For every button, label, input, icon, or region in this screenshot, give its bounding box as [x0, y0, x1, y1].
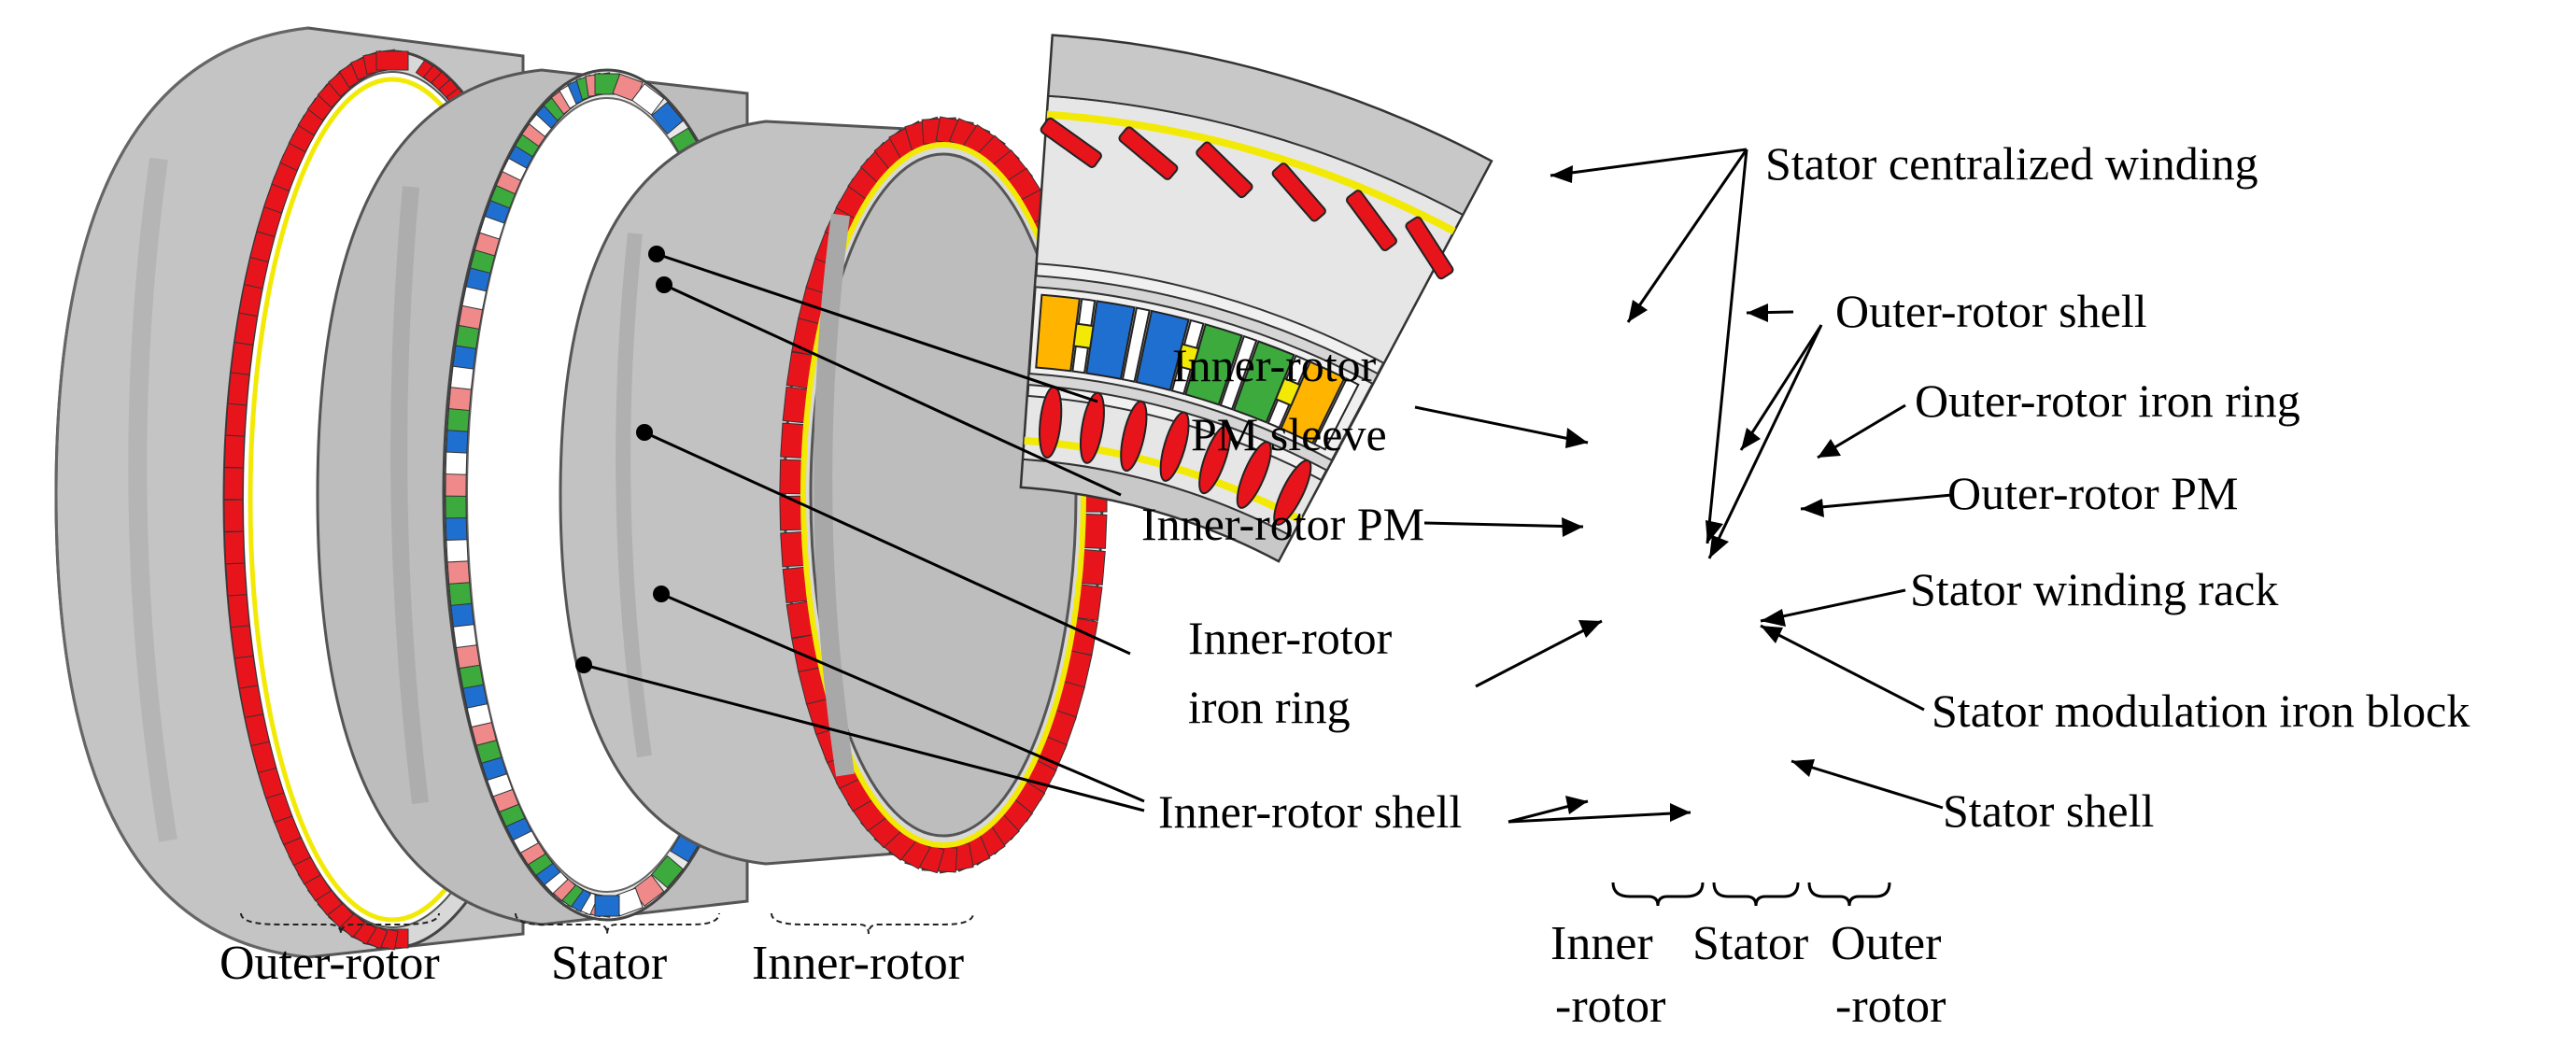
stator-winding-block	[651, 101, 685, 135]
stator-label: Stator	[551, 937, 667, 990]
stator-winding-block	[445, 493, 467, 519]
outer-rotor-magnet	[225, 402, 248, 437]
cross-outer-rotor-pm	[1346, 190, 1397, 251]
cross-stator-label: Stator	[1692, 917, 1808, 970]
outer-rotor-magnet	[230, 624, 254, 659]
label-stator-modulation-iron-block: Stator modulation iron block	[1932, 685, 2470, 737]
label-outer-rotor-pm: Outer-rotor PM	[1947, 467, 2238, 519]
outer-rotor-magnet	[223, 530, 246, 565]
outer-rotor-magnet	[225, 562, 248, 597]
inner-rotor-cylinder	[559, 116, 1108, 874]
cross-inner-label-2: -rotor	[1555, 980, 1665, 1033]
label-stator-centralized-winding: Stator centralized winding	[1765, 137, 2258, 190]
cross-inner-rotor-pm	[1236, 441, 1272, 509]
cross-outer-rotor-pm-sleeve	[1046, 110, 1456, 235]
cross-inner-rotor-pm	[1120, 400, 1148, 473]
cross-stator-winding-rack	[1121, 306, 1151, 383]
cross-outer-rotor-pm	[1271, 162, 1326, 222]
stator-winding-block	[446, 536, 469, 563]
outer-rotor-label: Outer-rotor	[219, 937, 440, 990]
cross-outer-rotor-shell	[1047, 34, 1493, 217]
outer-rotor-magnet	[227, 593, 250, 628]
cross-inner-label-1: Inner	[1550, 917, 1653, 970]
callout-labels: Inner-rotor PM sleeve Inner-rotor PM Inn…	[1141, 137, 2470, 838]
right-bottom-braces	[1611, 882, 1891, 907]
stator-winding-block	[445, 449, 468, 475]
cross-stator-shell-inner	[1026, 372, 1334, 472]
outer-rotor-magnet	[227, 371, 250, 406]
label-inner-rotor-pm: Inner-rotor PM	[1141, 498, 1424, 550]
cross-outer-rotor-pm	[1118, 126, 1179, 180]
right-cross-section: Inner -rotor Stator Outer -rotor	[1019, 34, 1946, 1033]
cross-outer-label-2: -rotor	[1835, 980, 1946, 1033]
cross-outer-rotor-pm	[1196, 141, 1253, 199]
stator-winding-block	[445, 471, 467, 497]
outer-rotor-magnet	[375, 50, 409, 71]
cross-stator-modulation-iron-block	[1072, 322, 1095, 349]
cross-section-layers	[1019, 34, 1493, 563]
cross-outer-rotor-pm	[1405, 216, 1454, 280]
cross-stator-winding	[1035, 293, 1081, 373]
cross-stator-winding	[1280, 360, 1346, 445]
cross-stator-winding	[1135, 309, 1190, 392]
label-inner-rotor-pm-sleeve-2: PM sleeve	[1191, 408, 1387, 460]
label-stator-winding-rack: Stator winding rack	[1910, 563, 2278, 615]
inner-rotor-label: Inner-rotor	[752, 937, 964, 990]
leader-lines	[583, 148, 1953, 824]
cross-inner-rotor-pm	[1273, 459, 1312, 526]
left-exploded-view: Outer-rotor Stator Inner-rotor	[54, 26, 1108, 990]
label-inner-rotor-iron-ring-1: Inner-rotor	[1188, 612, 1393, 664]
label-outer-rotor-shell: Outer-rotor shell	[1835, 285, 2147, 337]
cross-stator-modulation-iron-block	[1175, 343, 1200, 372]
cross-inner-rotor-pm	[1079, 391, 1105, 464]
cross-stator-winding-rack	[1219, 334, 1258, 411]
stator-winding-block	[445, 515, 468, 541]
label-inner-rotor-pm-sleeve-1: Inner-rotor	[1172, 339, 1377, 391]
label-inner-rotor-iron-ring-2: iron ring	[1188, 681, 1351, 733]
outer-rotor-magnet	[230, 340, 254, 375]
stator-winding-block	[594, 895, 620, 917]
cross-stator-modulation-iron-block	[1274, 376, 1302, 407]
cross-stator-winding	[1085, 300, 1136, 380]
outer-rotor-magnet	[223, 434, 246, 469]
label-inner-rotor-shell: Inner-rotor shell	[1158, 785, 1462, 838]
label-outer-rotor-iron-ring: Outer-rotor iron ring	[1915, 374, 2300, 427]
cross-outer-rotor-pm	[1040, 117, 1102, 168]
cross-stator-winding	[1184, 323, 1243, 406]
left-bottom-braces	[240, 912, 974, 935]
cross-outer-label-1: Outer	[1831, 917, 1941, 970]
cross-stator-winding-rack	[1312, 377, 1360, 451]
stator-winding-block	[630, 82, 665, 116]
outer-rotor-magnet	[223, 467, 244, 501]
cross-stator-shell-outer	[1034, 275, 1380, 386]
cross-stator-winding	[1232, 340, 1295, 424]
cross-inner-rotor-pm	[1159, 411, 1190, 482]
cross-inner-rotor-pm	[1198, 425, 1232, 495]
stator-winding-block	[651, 854, 685, 889]
leader-arrowheads	[1550, 165, 1841, 822]
outer-rotor-magnet	[223, 499, 244, 532]
label-stator-shell: Stator shell	[1943, 784, 2154, 837]
